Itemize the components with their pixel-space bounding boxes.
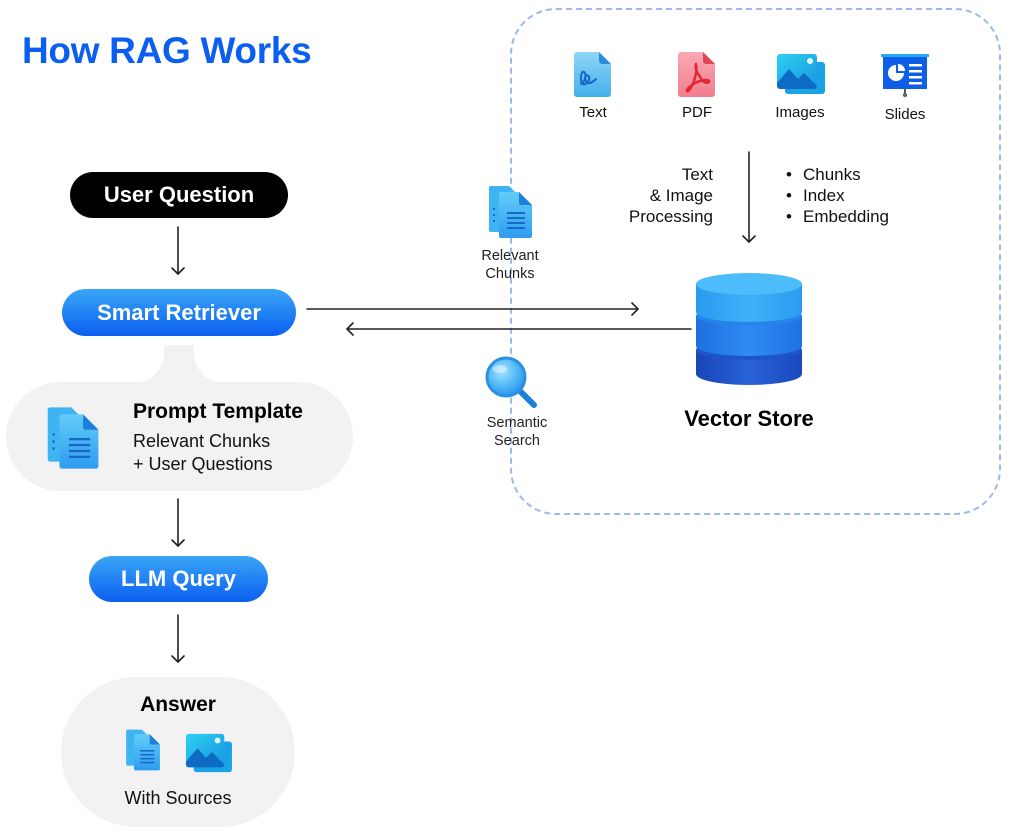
label-line: Relevant [481, 248, 539, 264]
vector-store-label: Vector Store [684, 406, 814, 431]
images-icon [185, 733, 232, 773]
smart-retriever-node[interactable]: Smart Retriever [62, 289, 296, 336]
label-line: Search [494, 433, 540, 449]
answer-panel [61, 677, 295, 827]
pdf-file-icon [678, 52, 715, 97]
source-label: Slides [884, 106, 926, 123]
prompt-template-line: Relevant Chunks [133, 431, 271, 451]
arrow-prompt-to-llm [171, 498, 185, 547]
magnifier-icon [485, 356, 537, 408]
step-item: Index [786, 185, 889, 206]
llm-query-node[interactable]: LLM Query [89, 556, 268, 602]
step-item: Embedding [786, 206, 889, 227]
documents-icon [489, 186, 532, 238]
semantic-search-icon-wrap [484, 355, 542, 416]
prompt-template-title: Prompt Template [133, 400, 303, 423]
answer-title: Answer [140, 693, 216, 716]
source-text: Text [563, 50, 623, 121]
database-icon [696, 273, 802, 385]
source-images: Images [770, 50, 830, 121]
answer-docs-icon-wrap [125, 728, 165, 777]
answer-subtitle: With Sources [124, 788, 232, 808]
source-label: Images [775, 104, 825, 121]
relevant-chunks-label: Relevant Chunks [460, 247, 560, 283]
arrow-question-to-retriever [171, 226, 185, 275]
prompt-panel-neck [164, 345, 194, 385]
ingestion-region [510, 8, 1001, 515]
processing-line: Text [681, 165, 713, 184]
vector-store [694, 270, 804, 395]
label-line: Semantic [486, 415, 548, 431]
semantic-search-label: Semantic Search [467, 414, 567, 450]
prompt-template-icon-wrap [46, 405, 106, 476]
prompt-template-line: + User Questions [133, 454, 273, 474]
processing-label: Text & Image Processing [600, 164, 713, 227]
source-pdf: PDF [667, 50, 727, 121]
source-label: PDF [682, 104, 712, 121]
text-file-icon [574, 52, 611, 97]
page-title: How RAG Works [22, 30, 312, 71]
source-label: Text [579, 104, 607, 121]
answer-images-icon-wrap [181, 730, 235, 781]
images-icon [777, 54, 825, 94]
source-slides: Slides [875, 50, 935, 123]
label-line: Chunks [485, 266, 535, 282]
relevant-chunks-icon-wrap [488, 184, 538, 245]
processing-line: & Image [649, 186, 713, 205]
processing-steps: Chunks Index Embedding [786, 164, 889, 227]
step-item: Chunks [786, 164, 889, 185]
documents-icon [126, 729, 160, 771]
arrow-llm-to-answer [171, 614, 185, 663]
slides-icon [881, 54, 929, 98]
documents-icon [47, 407, 99, 469]
user-question-node[interactable]: User Question [70, 172, 288, 218]
processing-line: Processing [628, 207, 713, 226]
